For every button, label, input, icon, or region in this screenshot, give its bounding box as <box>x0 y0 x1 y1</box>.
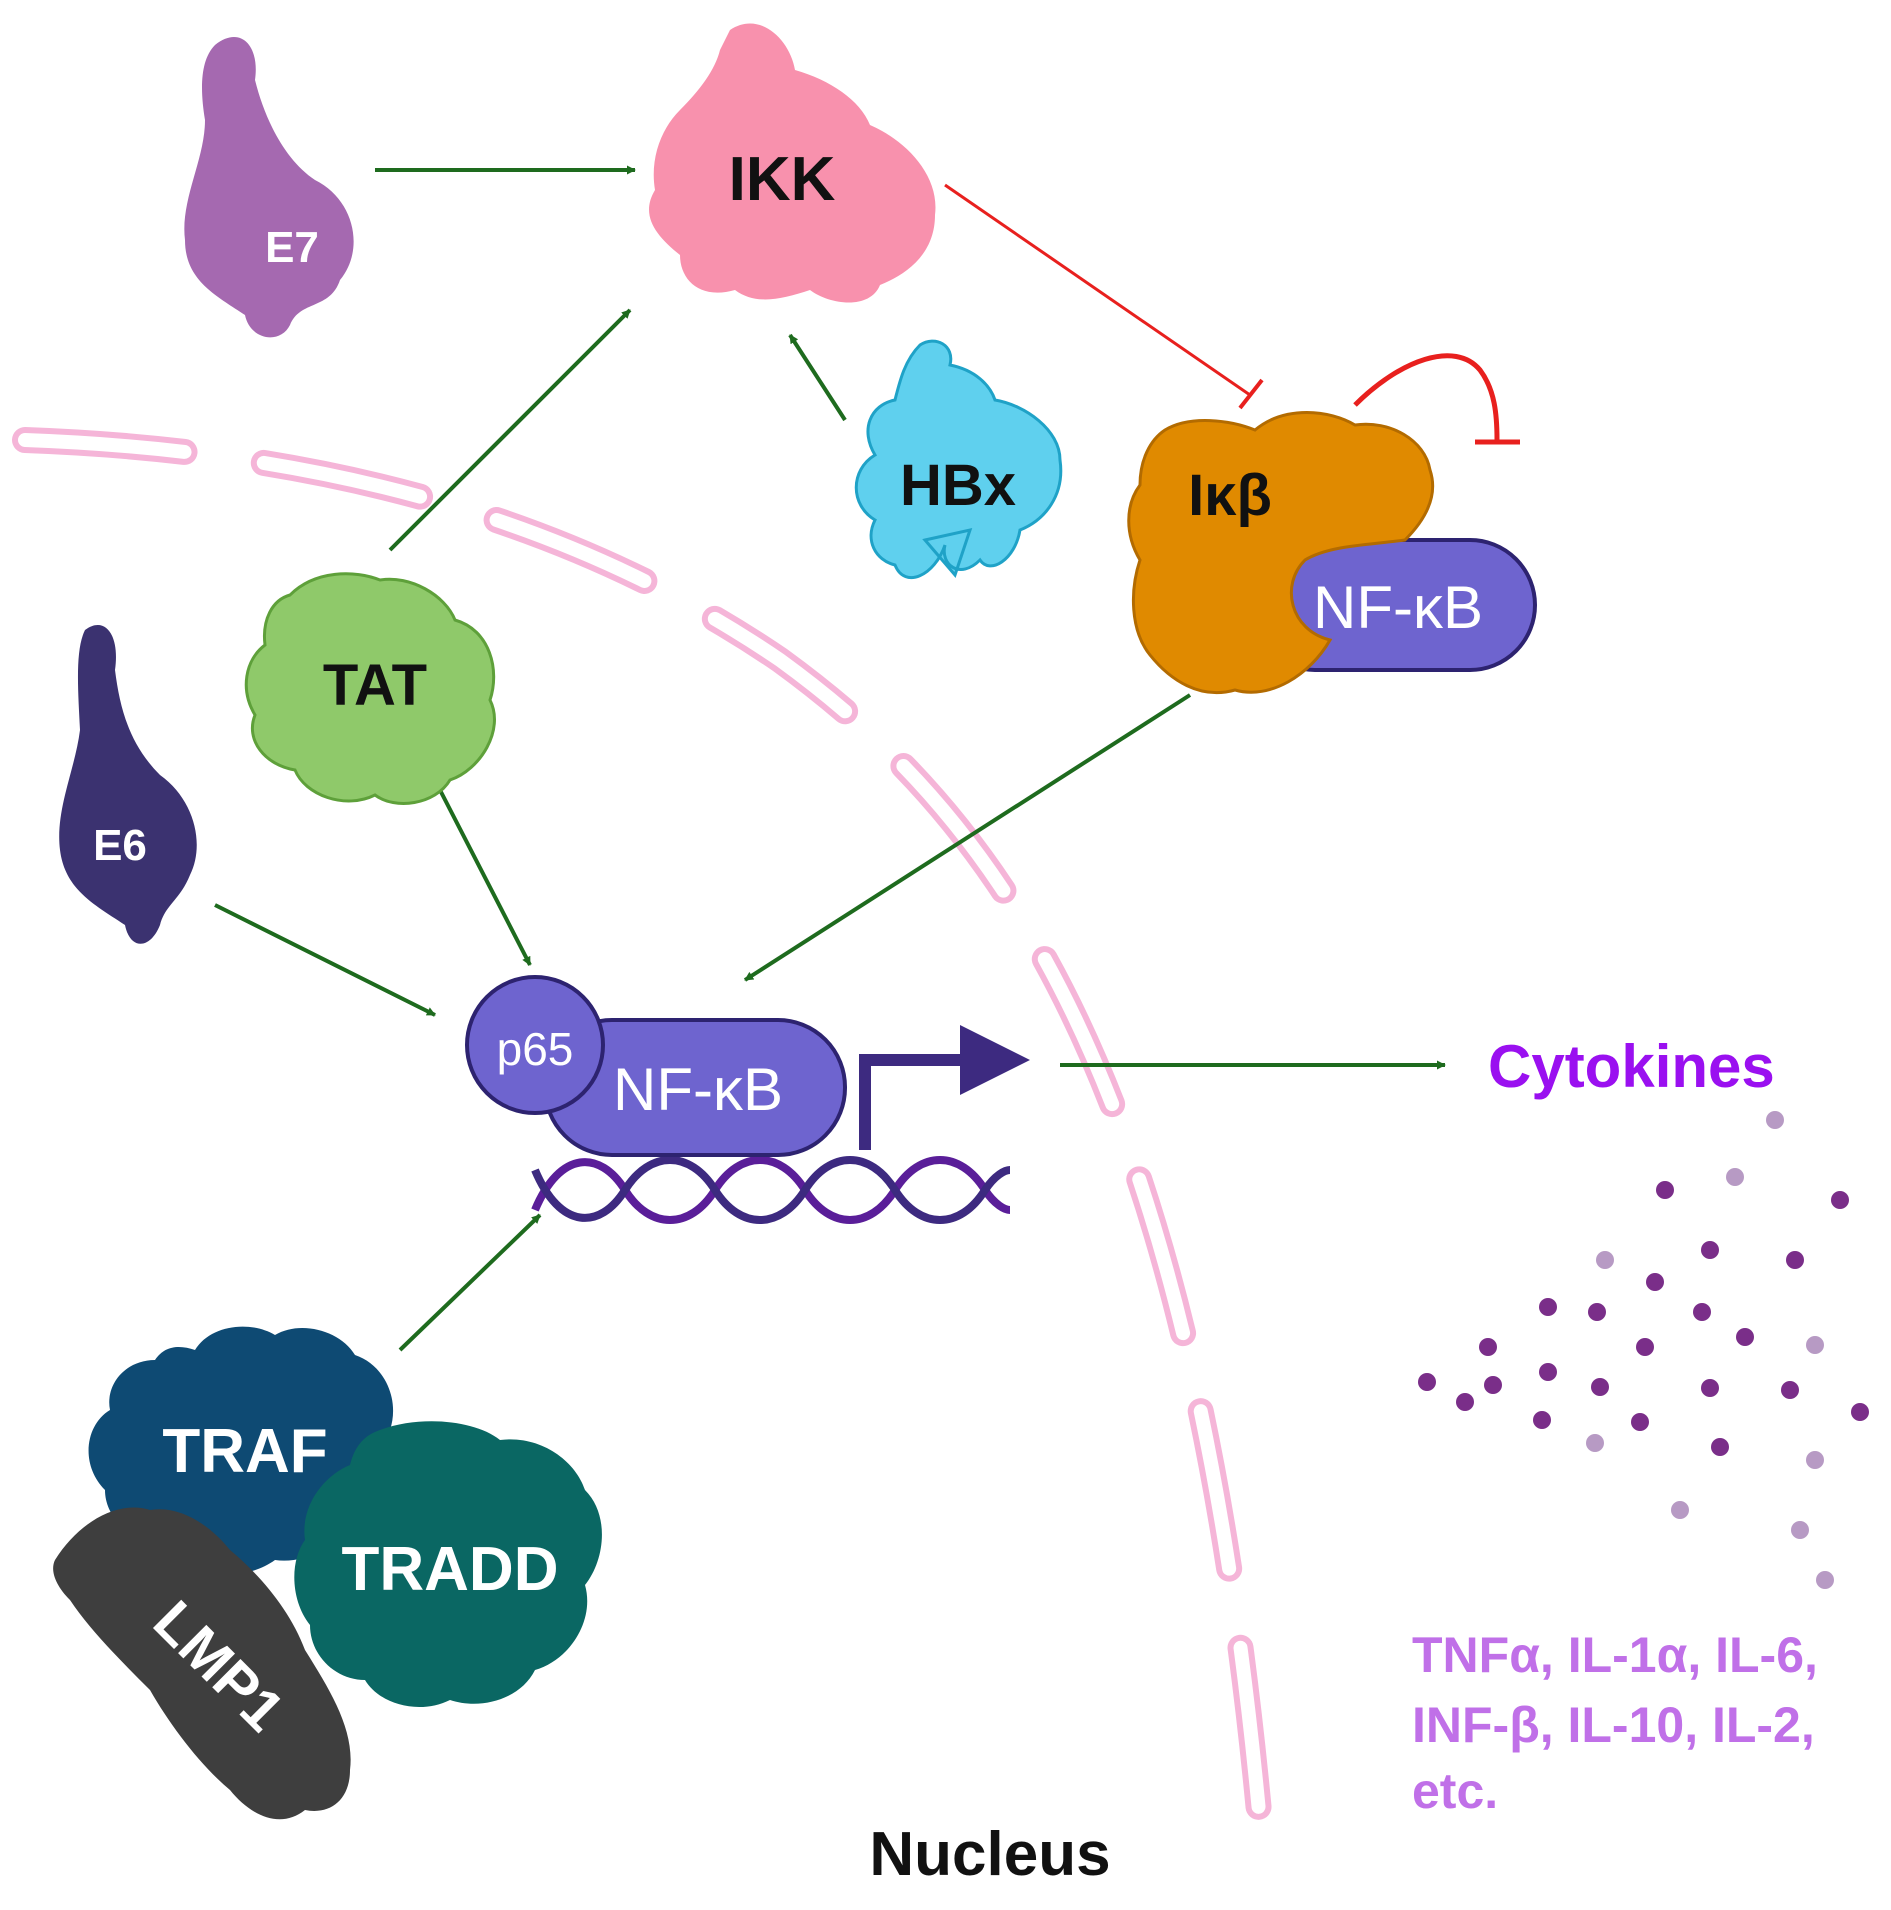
cytokine-list-line3: etc. <box>1412 1763 1498 1819</box>
p65-subunit <box>465 975 605 1115</box>
nuclear-membrane <box>12 427 1278 1893</box>
arrow-tat-to-nfkb <box>438 789 532 966</box>
tradd-protein: TRADD <box>294 1421 602 1708</box>
hbx-protein: HBx <box>854 339 1063 579</box>
lmp1-protein: LMP1 <box>53 1507 351 1820</box>
tradd-label: TRADD <box>342 1535 559 1604</box>
inhibit-bar-ikb <box>1238 378 1264 410</box>
e7-protein: E7 <box>184 37 354 338</box>
cytokine-list: TNFα, IL-1α, IL-6, INF-β, IL-10, IL-2, e… <box>1412 1627 1818 1819</box>
hbx-label: HBx <box>900 453 1016 518</box>
arrow-ikb-nfkb-to-nucleus <box>743 693 1192 982</box>
p65-label: p65 <box>497 1023 574 1075</box>
arrow-e6-to-nfkb <box>214 903 436 1017</box>
nfkb-dna-label: NF-κB <box>613 1056 783 1123</box>
ikk-label: IKK <box>729 145 836 214</box>
tat-protein: TAT <box>244 572 496 805</box>
inhibit-ikb-self <box>1353 353 1500 441</box>
dna-helix <box>531 1156 1011 1224</box>
arrow-hbx-to-ikk <box>788 333 847 422</box>
cytokine-particles <box>1418 1111 1869 1589</box>
cytokine-list-line2: INF-β, IL-10, IL-2, <box>1412 1697 1815 1753</box>
arrow-tat-to-ikk <box>388 308 632 552</box>
inhibition-lines <box>944 183 1520 445</box>
activation-arrows <box>214 165 1446 1352</box>
cytokines-label: Cytokines <box>1488 1033 1775 1100</box>
ikb-protein: Iκβ <box>1127 411 1435 695</box>
e7-label: E7 <box>265 223 319 272</box>
arrow-traf-to-nfkb <box>398 1213 542 1352</box>
nucleus-label: Nucleus <box>869 1820 1110 1889</box>
e6-protein: E6 <box>59 624 197 944</box>
nfkb-nuclear: NF-κB p65 <box>465 975 847 1157</box>
ikb-label: Iκβ <box>1188 463 1272 528</box>
ikk-protein: IKK <box>649 23 936 303</box>
nfkb-complex-label: NF-κB <box>1313 574 1483 641</box>
tat-label: TAT <box>323 653 427 718</box>
inhibit-ikk-to-ikb <box>944 183 1251 397</box>
traf-label: TRAF <box>162 1417 327 1486</box>
transcription-start-arrow <box>859 1025 1030 1150</box>
cytokine-list-line1: TNFα, IL-1α, IL-6, <box>1412 1627 1818 1683</box>
e6-label: E6 <box>93 821 147 870</box>
